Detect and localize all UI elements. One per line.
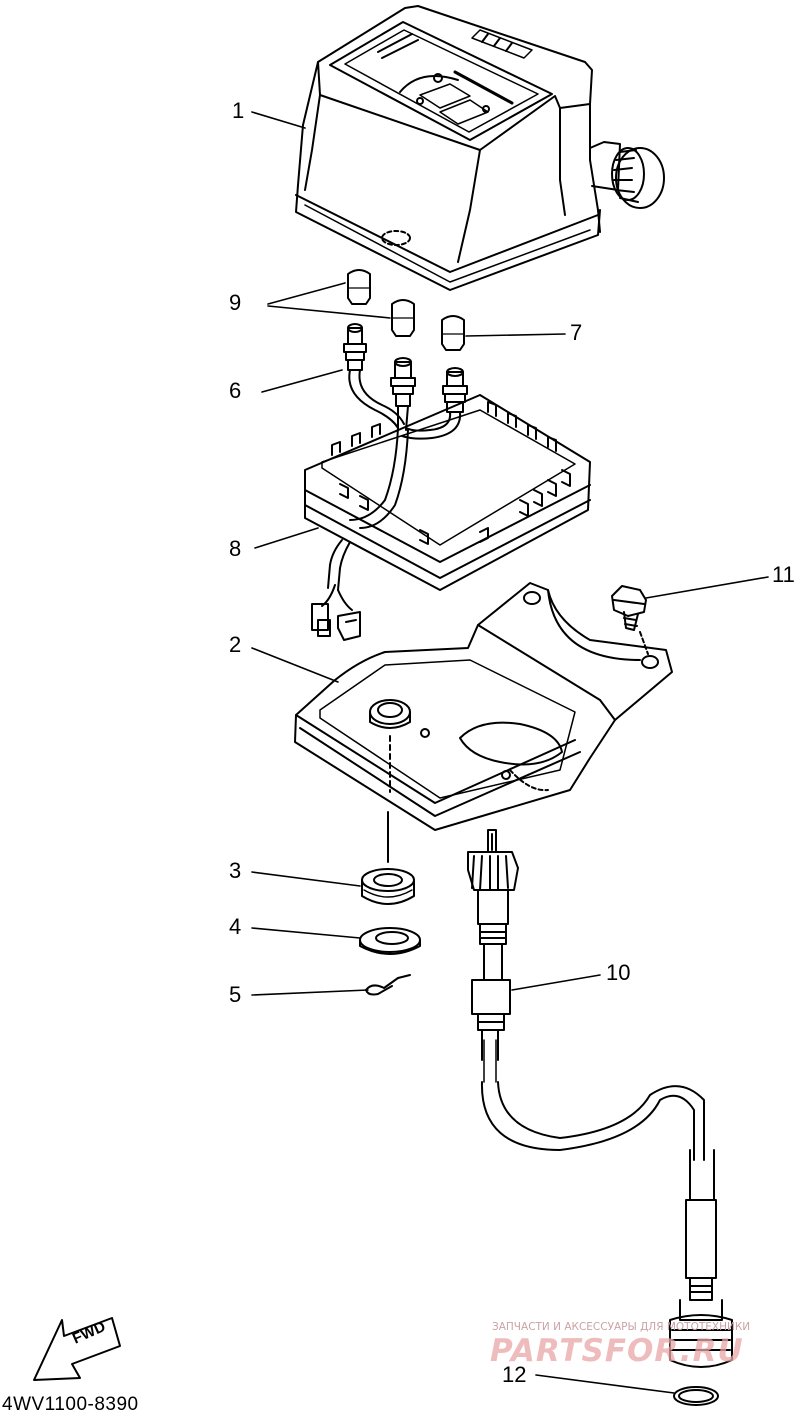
callout-1: 1	[232, 98, 245, 123]
leader-4	[251, 927, 361, 939]
leader-9b	[267, 305, 391, 319]
leader-5	[251, 989, 369, 996]
grommet	[361, 868, 415, 905]
meter-case	[304, 394, 591, 591]
callout-6: 6	[229, 378, 242, 403]
washer	[359, 927, 421, 955]
callout-4: 4	[229, 914, 242, 939]
watermark-logo: PARTSFOR.RU	[490, 1333, 744, 1369]
fwd-arrow-icon	[33, 1317, 121, 1381]
callout-2: 2	[229, 632, 242, 657]
leader-3	[251, 871, 361, 887]
meter-bracket	[294, 582, 673, 831]
callout-11: 11	[772, 562, 795, 587]
leader-7	[465, 333, 566, 337]
wire-connector	[311, 564, 361, 641]
leader-1	[251, 111, 306, 129]
callout-5: 5	[229, 982, 242, 1007]
o-ring	[673, 1386, 719, 1406]
leader-12	[535, 1374, 675, 1394]
callout-12: 12	[502, 1362, 527, 1387]
leader-6	[261, 369, 343, 393]
watermark-caption: ЗАПЧАСТИ И АКСЕССУАРЫ ДЛЯ МОТОТЕХНИКИ	[492, 1321, 751, 1333]
leader-10	[511, 974, 601, 991]
callout-9: 9	[229, 290, 242, 315]
bulbs	[347, 269, 465, 351]
leader-11	[645, 576, 769, 599]
callout-10: 10	[606, 960, 631, 985]
leader-9a	[267, 282, 346, 305]
clip	[365, 974, 411, 996]
diagram-code: 4WV1100-8390	[2, 1394, 139, 1415]
bulb-sockets	[329, 323, 468, 569]
leader-2	[251, 647, 339, 683]
leader-8	[254, 527, 319, 549]
screw	[611, 585, 649, 655]
speedometer-cable	[467, 829, 733, 1368]
leader-lines	[251, 111, 769, 1394]
callout-8: 8	[229, 536, 242, 561]
callout-7: 7	[570, 320, 583, 345]
meter-assembly	[295, 5, 665, 291]
callout-3: 3	[229, 858, 242, 883]
